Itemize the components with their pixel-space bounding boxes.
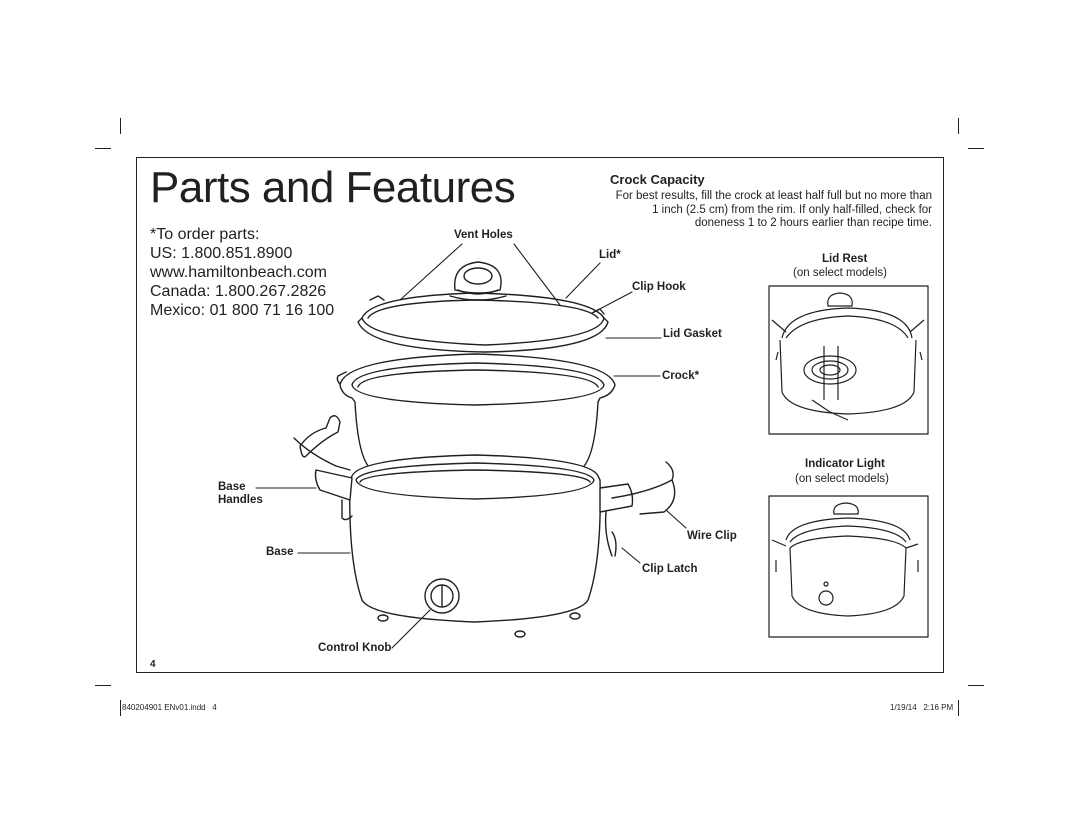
label-lid: Lid* [599, 249, 621, 261]
crop-mark [968, 685, 984, 686]
crop-mark [95, 148, 111, 149]
label-lid-gasket: Lid Gasket [663, 328, 722, 340]
contact-us-phone: US: 1.800.851.8900 [150, 245, 293, 262]
indicator-light-inset [768, 495, 929, 638]
contact-website: www.hamiltonbeach.com [150, 264, 327, 281]
crop-mark [958, 118, 959, 134]
label-clip-latch: Clip Latch [642, 563, 698, 575]
crock-capacity-text: For best results, fill the crock at leas… [615, 190, 932, 229]
lid-rest-subtitle: (on select models) [793, 267, 887, 279]
label-clip-hook: Clip Hook [632, 281, 686, 293]
page-title: Parts and Features [150, 163, 516, 212]
footer-timestamp: 1/19/14 2:16 PM [890, 703, 954, 712]
label-control-knob: Control Knob [318, 642, 392, 654]
indicator-light-title: Indicator Light [805, 458, 885, 470]
label-base: Base [218, 481, 246, 493]
wire-clip-illustration [293, 415, 676, 515]
lid-rest-inset [768, 285, 929, 435]
label-vent-holes: Vent Holes [454, 229, 513, 241]
indicator-light-subtitle: (on select models) [795, 473, 889, 485]
footer-file-name: 840204901 ENv01.indd 4 [122, 703, 217, 712]
contact-canada-phone: Canada: 1.800.267.2826 [150, 283, 327, 300]
crock-illustration [336, 353, 616, 488]
page-frame [136, 157, 944, 673]
label-crock: Crock* [662, 370, 700, 382]
leader-lines [255, 243, 687, 649]
crop-mark [120, 700, 121, 716]
contact-mexico-phone: Mexico: 01 800 71 16 100 [150, 302, 335, 319]
crop-mark [95, 685, 111, 686]
label-handles: Handles [218, 494, 263, 506]
label-wire-clip: Wire Clip [687, 530, 737, 542]
lid-illustration [357, 261, 609, 353]
crop-mark [968, 148, 984, 149]
crop-mark [120, 118, 121, 134]
crop-mark [958, 700, 959, 716]
page-number: 4 [150, 659, 156, 670]
lid-rest-title: Lid Rest [822, 253, 868, 265]
crock-capacity-heading: Crock Capacity [610, 172, 705, 187]
label-base-body: Base [266, 546, 294, 558]
base-illustration [314, 454, 634, 638]
order-parts-heading: *To order parts: [150, 226, 260, 243]
